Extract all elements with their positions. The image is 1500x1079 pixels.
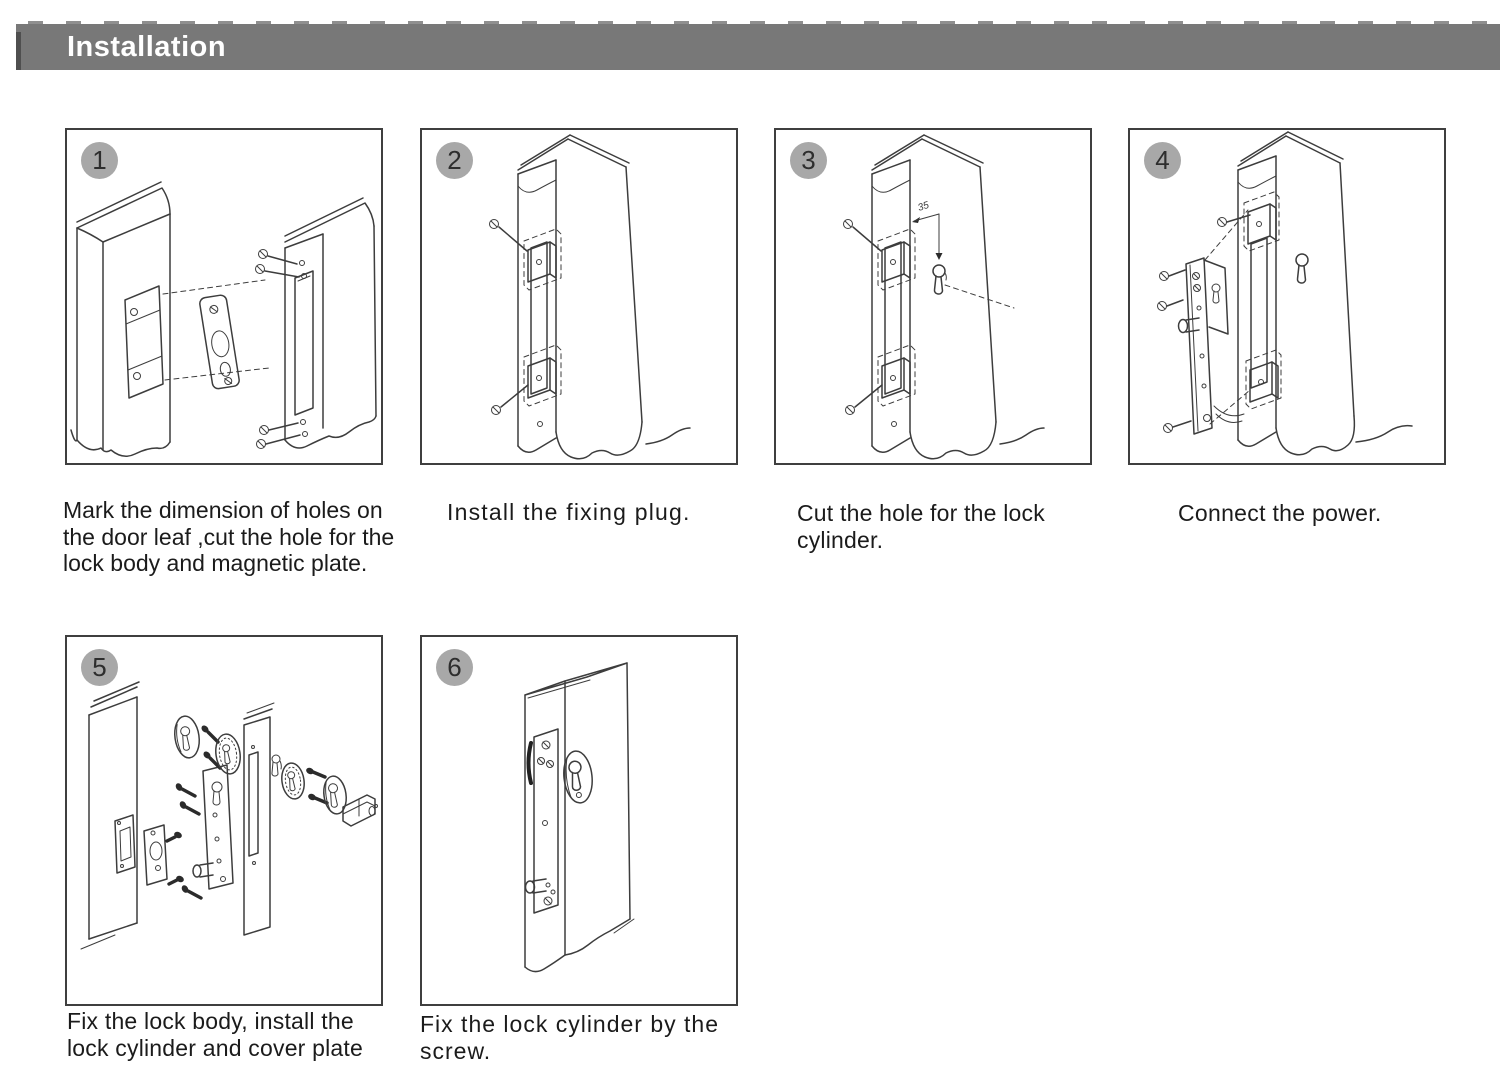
door-leaf — [517, 134, 691, 460]
step-3-number: 3 — [801, 145, 816, 175]
cylinder-keyhole — [932, 264, 1015, 309]
keyhole-part — [271, 754, 282, 777]
door-post-left — [80, 681, 140, 950]
escutcheon-perforated-right — [281, 762, 305, 800]
power-wire — [1213, 405, 1245, 423]
page-title: Installation — [67, 31, 227, 63]
step-2-caption: Install the fixing plug. — [447, 499, 691, 525]
door-leaf — [1237, 131, 1413, 456]
door-leaf-right — [284, 197, 377, 449]
lock-body — [1177, 257, 1229, 435]
step-5-caption: Fix the lock body, install the lock cyli… — [67, 1008, 364, 1061]
screws — [843, 219, 883, 415]
step-3-badge: 3 — [790, 142, 827, 179]
door-post-left — [70, 181, 171, 457]
fixing-plug-top — [1243, 191, 1280, 252]
fixing-plug-top — [523, 228, 562, 291]
lock-faceplate — [524, 728, 559, 914]
step-panel-1: 1 — [65, 128, 383, 465]
guide-line-top — [1204, 209, 1249, 261]
step-6-badge: 6 — [436, 649, 473, 686]
step-5-illustration — [80, 681, 378, 950]
cylinder-keyhole — [1295, 253, 1309, 284]
step-6-illustration — [524, 662, 635, 973]
escutcheon-oval-left — [174, 715, 200, 759]
step-3-caption: Cut the hole for the lock cylinder. — [797, 500, 1045, 553]
step-4-caption: Connect the power. — [1178, 500, 1382, 526]
step-2-illustration — [489, 134, 691, 460]
header-bar-left-edge — [16, 32, 21, 70]
fixing-plug-bottom — [523, 344, 562, 407]
step-1-badge: 1 — [81, 142, 118, 179]
screws — [255, 249, 301, 449]
guide-line-bottom — [164, 367, 270, 381]
fixing-plug-bottom — [1245, 349, 1282, 410]
step-1-number: 1 — [92, 145, 107, 175]
step-1-caption: Mark the dimension of holes on the door … — [63, 497, 395, 576]
door-leaf — [871, 134, 1045, 460]
step-4-badge: 4 — [1144, 142, 1181, 179]
step-5-badge: 5 — [81, 649, 118, 686]
screws — [1157, 214, 1251, 433]
magnetic-plate — [199, 294, 240, 390]
step-2-number: 2 — [447, 145, 462, 175]
screws — [489, 219, 529, 415]
step-4-illustration — [1157, 131, 1413, 456]
door-leaf — [524, 662, 635, 973]
fixing-plug-top — [877, 228, 916, 291]
step-6-number: 6 — [447, 652, 462, 682]
step-5-number: 5 — [92, 652, 107, 682]
step-2-badge: 2 — [436, 142, 473, 179]
step-1-illustration — [70, 181, 377, 457]
dimension-label: 35 — [917, 200, 931, 214]
escutcheon-perforated-left — [215, 733, 241, 775]
guide-line-bottom — [1209, 389, 1251, 425]
step-panel-5: 5 — [65, 635, 383, 1006]
step-3-illustration: 35 — [843, 134, 1045, 460]
cover-plate-right — [323, 775, 347, 815]
lock-body — [192, 764, 234, 890]
lock-cylinder — [342, 794, 378, 827]
header-bar — [16, 24, 1500, 70]
guide-line-top — [162, 279, 266, 295]
dimension-annotation: 35 — [912, 200, 943, 260]
fixing-plug-bottom — [877, 344, 916, 407]
step-panel-3: 35 3 — [774, 128, 1092, 465]
strike-plate — [143, 824, 184, 886]
door-frame-right — [243, 702, 275, 936]
step-panel-4: 4 — [1128, 128, 1446, 465]
step-6-caption: Fix the lock cylinder by the screw. — [420, 1011, 720, 1064]
step-4-number: 4 — [1155, 145, 1170, 175]
cylinder-cover — [563, 750, 593, 804]
step-panel-2: 2 — [420, 128, 738, 465]
step-panel-6: 6 — [420, 635, 738, 1006]
